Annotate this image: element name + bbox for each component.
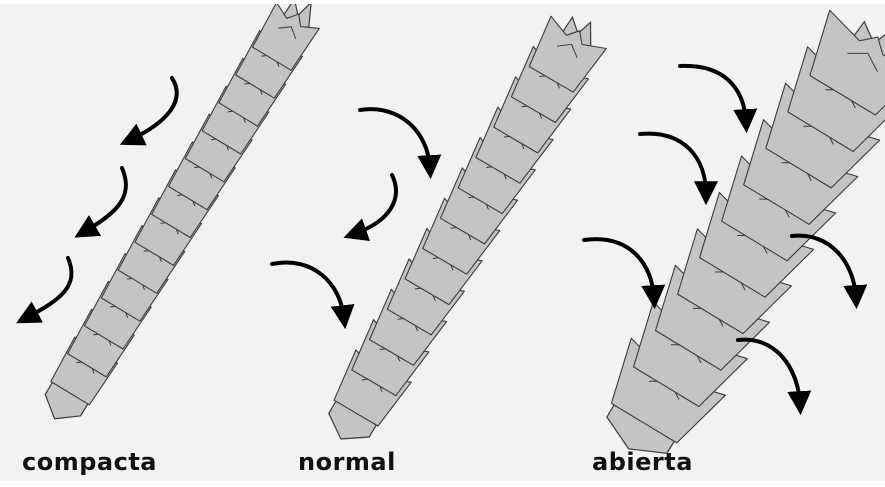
airflow-arrow — [360, 109, 430, 168]
airflow-arrow — [640, 134, 706, 194]
airflow-arrow — [26, 258, 72, 318]
compacta-scale-strip — [45, 0, 319, 419]
airflow-arrow — [738, 340, 800, 404]
airflow-arrow — [130, 78, 177, 140]
label-compacta: compacta — [22, 448, 157, 476]
airflow-arrow — [272, 263, 344, 318]
abierta-scale-strip — [607, 10, 885, 453]
label-normal: normal — [298, 448, 396, 476]
airflow-arrow — [584, 239, 654, 298]
airflow-arrow — [354, 175, 396, 234]
airflow-arrow — [680, 66, 746, 122]
airflow-arrow — [84, 168, 126, 232]
label-abierta: abierta — [592, 448, 693, 476]
